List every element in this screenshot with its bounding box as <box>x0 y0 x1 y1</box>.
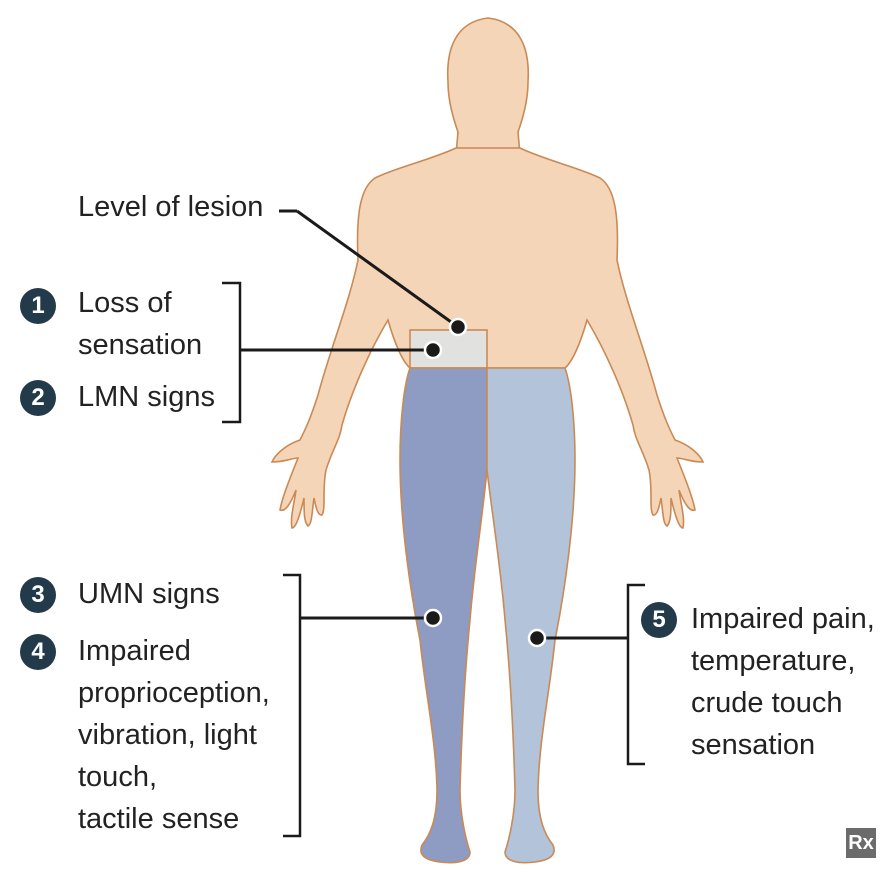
right-leg <box>486 367 576 864</box>
badge-2: 2 <box>20 380 56 416</box>
items-1-2-dot <box>423 340 443 360</box>
label-item-5: Impaired pain, temperature, crude touch … <box>691 603 875 761</box>
level-of-lesion-dot <box>448 317 468 337</box>
bracket-item-5 <box>626 583 645 766</box>
badge-5: 5 <box>641 602 677 638</box>
label-item-2: LMN signs <box>78 381 215 413</box>
head <box>446 17 530 156</box>
badge-1: 1 <box>20 288 56 324</box>
label-level-of-lesion: Level of lesion <box>78 191 264 223</box>
label-item-4: Impaired proprioception, vibration, ligh… <box>78 635 270 835</box>
left-leg <box>399 367 488 864</box>
label-item-3: UMN signs <box>78 578 220 610</box>
rx-logo: Rx <box>846 828 876 858</box>
badge-3: 3 <box>20 577 56 613</box>
bracket-items-3-4 <box>283 573 302 838</box>
bracket-items-1-2 <box>222 281 242 424</box>
items-3-4-dot <box>423 608 443 628</box>
badge-4: 4 <box>20 634 56 670</box>
item-5-dot <box>527 628 547 648</box>
leader-level-of-lesion <box>296 209 459 329</box>
label-item-1: Loss of sensation <box>78 287 203 361</box>
